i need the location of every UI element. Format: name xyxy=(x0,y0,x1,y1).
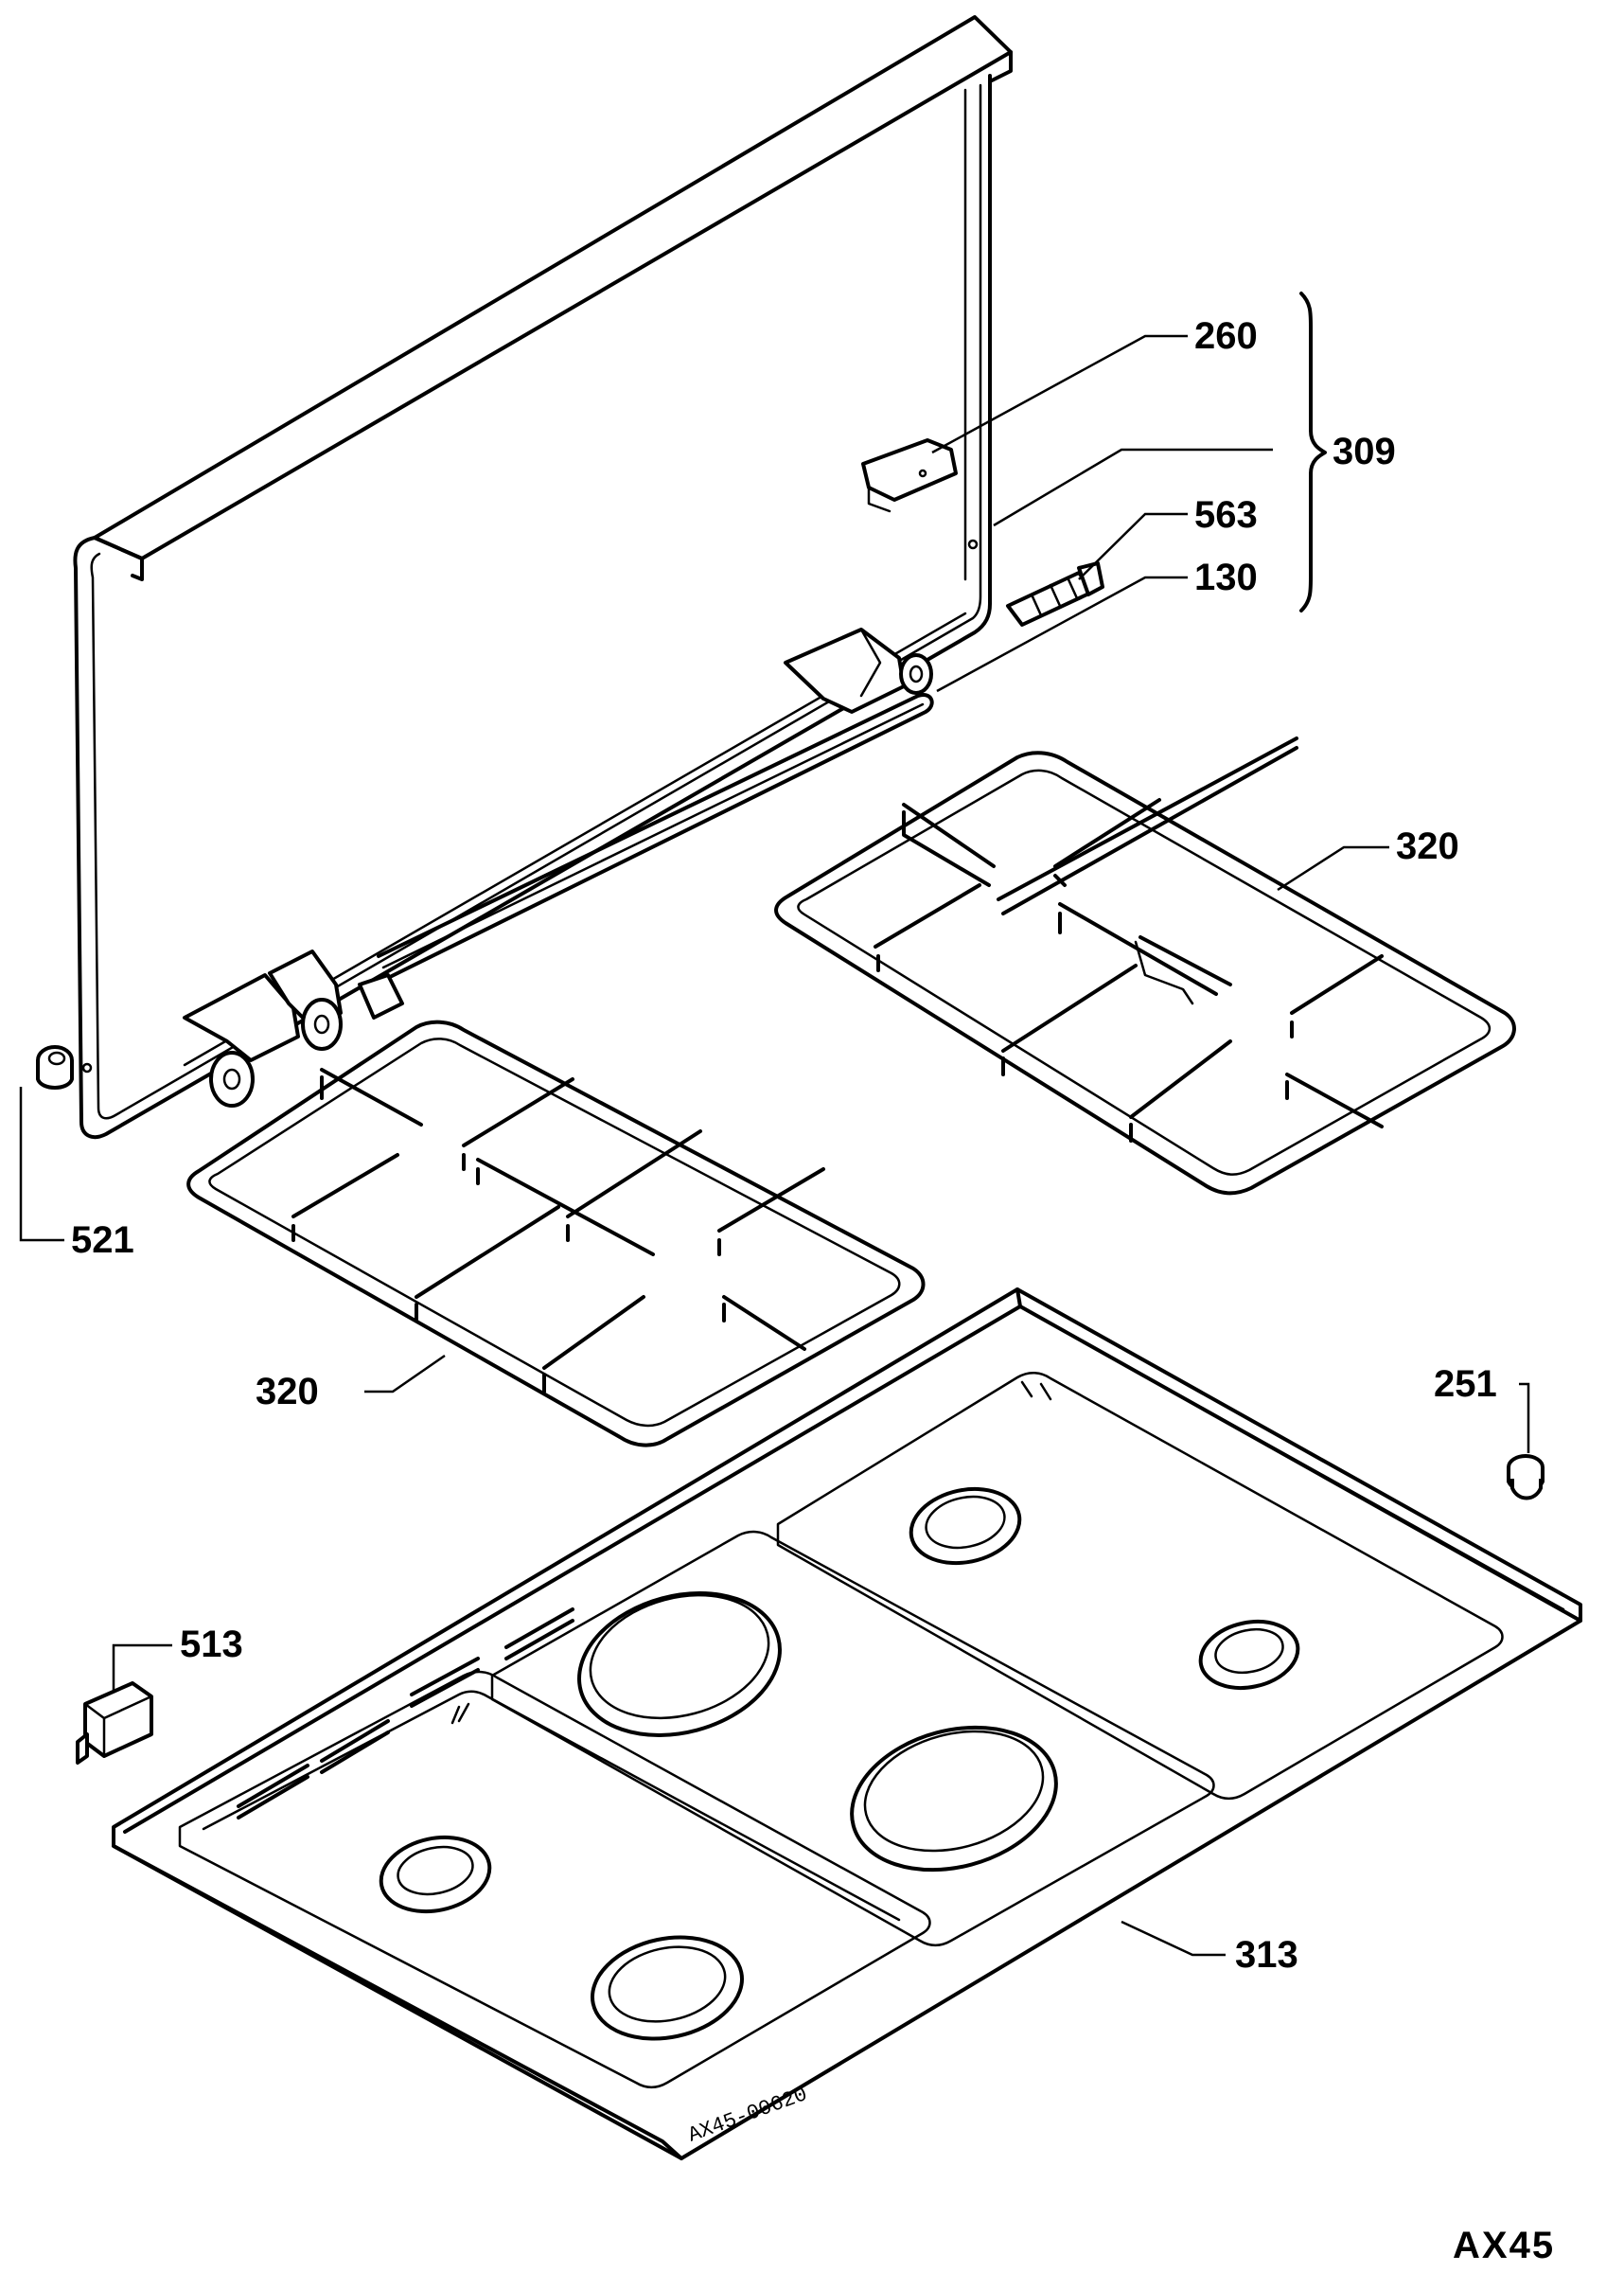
foot-part-251 xyxy=(1507,1454,1545,1500)
knob-part-521 xyxy=(36,1045,74,1090)
label-251: 251 xyxy=(1434,1363,1497,1405)
clip-part-513 xyxy=(76,1681,153,1765)
lid-cover-part xyxy=(73,15,1013,1140)
bracket-part-260 xyxy=(861,438,958,513)
hob-top-plate-part xyxy=(112,1287,1582,2160)
leader-lines xyxy=(19,292,1530,1957)
diagram-code: AX45 xyxy=(1453,2225,1555,2266)
hinge-pin-part-563 xyxy=(1006,561,1104,627)
label-563: 563 xyxy=(1194,494,1258,536)
pan-support-left-part xyxy=(186,1020,926,1447)
label-313: 313 xyxy=(1235,1934,1298,1976)
serial-number-text: AX45-00620 xyxy=(685,2083,811,2148)
label-260: 260 xyxy=(1194,315,1258,357)
label-309: 309 xyxy=(1333,431,1396,472)
label-513: 513 xyxy=(180,1624,243,1665)
label-521: 521 xyxy=(71,1219,134,1261)
label-320-right: 320 xyxy=(1396,825,1459,867)
label-320-left: 320 xyxy=(256,1371,319,1412)
pan-support-right-part xyxy=(774,737,1516,1196)
label-130: 130 xyxy=(1194,557,1258,598)
